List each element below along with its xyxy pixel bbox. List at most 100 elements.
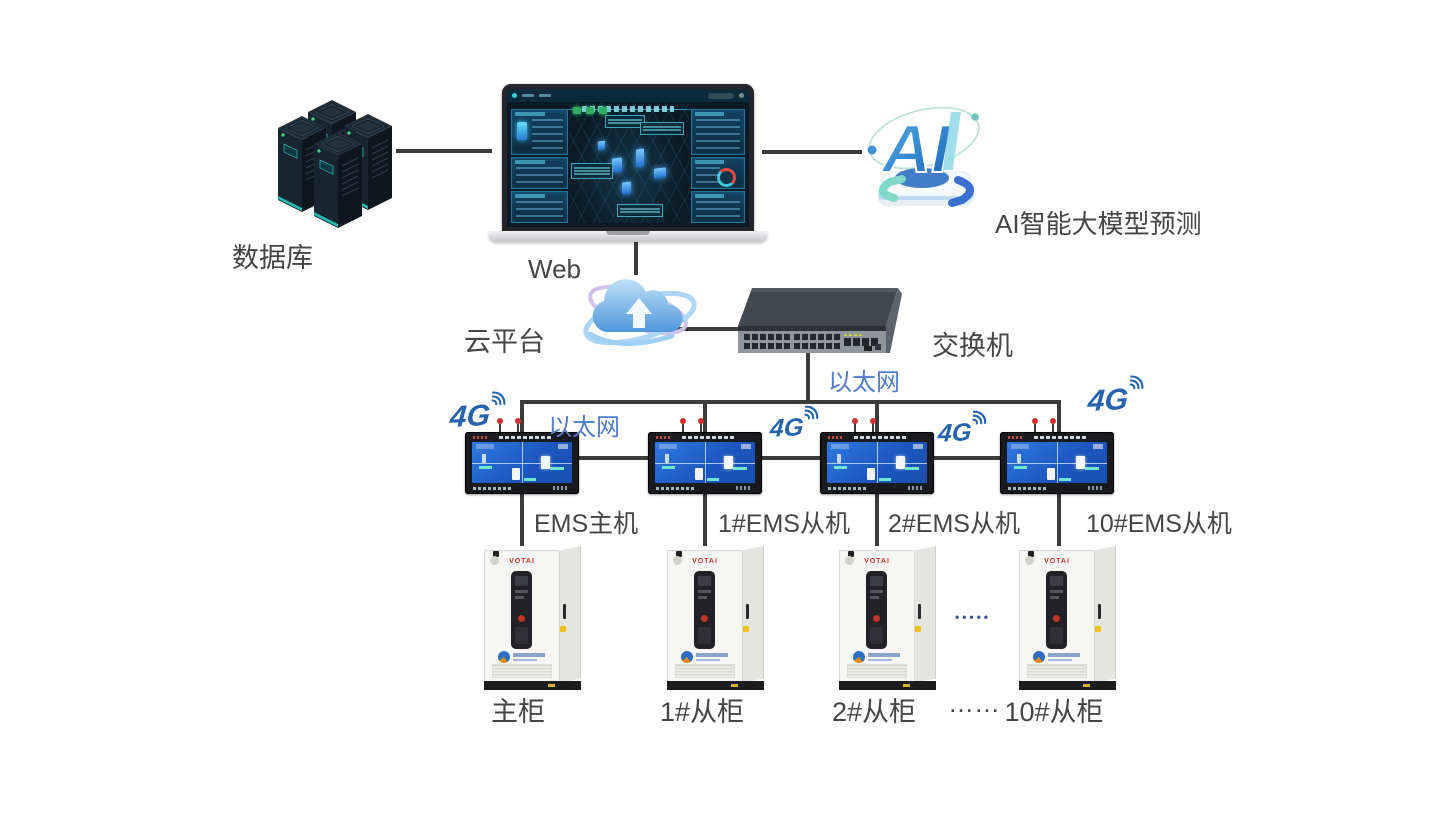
ems-slave2-device	[820, 418, 934, 494]
cabinet-logo-icon	[681, 651, 693, 663]
map-building	[636, 148, 645, 168]
cloud-platform	[576, 262, 704, 362]
ems-slave10-label: 10#EMS从机	[1086, 510, 1232, 538]
ems-screen	[827, 442, 927, 483]
map-callout	[617, 204, 663, 217]
cabinet-brand: VOTAI	[864, 558, 890, 565]
cabinet-control-panel	[511, 571, 532, 649]
ems-screen	[655, 442, 755, 483]
dashboard-search	[708, 92, 734, 99]
slave2-cabinet-label: 2#从柜	[831, 697, 917, 727]
web-dashboard-laptop	[488, 84, 768, 244]
ai-logo-text: AI	[880, 111, 952, 187]
dashboard-nav-item	[522, 94, 534, 97]
cabinet-control-panel	[866, 571, 887, 649]
slave10-cabinet-label: 10#从柜	[1004, 697, 1104, 727]
battery-icon	[517, 122, 527, 140]
cabinet-vent-grille	[847, 664, 907, 678]
map-building	[597, 140, 605, 151]
map-green-icon	[585, 106, 594, 114]
line-bus-ems1	[520, 400, 524, 432]
map-callout	[571, 163, 614, 179]
ems-master-label: EMS主机	[534, 510, 639, 538]
cabinet-logo-icon	[498, 651, 510, 663]
ethernet-label-switch: 以太网	[828, 369, 900, 396]
line-ethernet-bus	[520, 400, 1061, 404]
master-cabinet-label: 主柜	[491, 697, 545, 727]
cabinet-control-panel	[1046, 571, 1067, 649]
slave1-cabinet: VOTAI	[667, 544, 764, 690]
dashboard-user-icon	[739, 93, 744, 98]
4g-icon: 4G	[449, 391, 506, 435]
cabinet-brand: VOTAI	[1044, 558, 1070, 565]
dashboard-nav-item	[539, 94, 551, 97]
ai-prediction-label: AI智能大模型预测	[995, 209, 1202, 239]
ems-screen	[1007, 442, 1107, 483]
gauge-icon	[717, 168, 736, 187]
database-servers	[277, 99, 398, 238]
cabinet-vent-grille	[1027, 664, 1087, 678]
cloud-icon	[583, 279, 697, 346]
switch-icon	[738, 288, 902, 353]
ems-slave10-device	[1000, 418, 1114, 494]
web-label: Web	[528, 254, 581, 284]
map-callout	[605, 115, 645, 128]
map-building	[654, 167, 667, 179]
dashboard-3d-map	[569, 103, 689, 223]
ethernet-label-bus: 以太网	[548, 414, 620, 441]
line-ems3-ems4	[933, 456, 1001, 460]
cabinet-ellipsis-mid: •••••	[955, 610, 992, 624]
line-cloud-switch	[658, 327, 776, 331]
map-building	[612, 157, 623, 173]
cloud-platform-label: 云平台	[464, 327, 545, 357]
4g-icon: 4G	[769, 405, 819, 444]
slave1-cabinet-label: 1#从柜	[659, 697, 745, 727]
slave2-cabinet: VOTAI	[839, 544, 936, 690]
database-label: 数据库	[232, 243, 313, 273]
ems-slave1-label: 1#EMS从机	[718, 510, 850, 538]
cabinet-brand: VOTAI	[692, 558, 718, 565]
line-ems2-cabinet2	[703, 494, 707, 546]
dashboard-logo-icon	[512, 93, 517, 98]
line-laptop-cloud	[634, 241, 638, 275]
cabinet-label-ellipsis: ……	[948, 688, 1000, 718]
line-database-laptop	[396, 149, 492, 153]
cabinet-vent-grille	[675, 664, 735, 678]
map-callout	[640, 122, 685, 136]
master-cabinet: VOTAI	[484, 544, 581, 690]
cabinet-vent-grille	[492, 664, 552, 678]
map-green-icon	[572, 106, 581, 114]
ai-model: AI	[858, 76, 994, 218]
line-bus-ems3	[875, 400, 879, 432]
cabinet-logo-icon	[853, 651, 865, 663]
server-rack-icon	[277, 99, 393, 229]
laptop-lid	[502, 84, 754, 232]
laptop-screen	[507, 89, 749, 227]
4g-icon: 4G	[1087, 375, 1144, 419]
dashboard-header	[507, 89, 749, 102]
slave10-cabinet: VOTAI	[1019, 544, 1116, 690]
dashboard-panel-left-1	[511, 109, 568, 155]
line-bus-ems2	[703, 400, 707, 432]
cabinet-brand: VOTAI	[509, 558, 535, 565]
line-laptop-ai	[762, 150, 862, 154]
map-green-icon	[599, 106, 607, 114]
ems-slave2-label: 2#EMS从机	[888, 510, 1020, 538]
dashboard-panel-left-2	[511, 157, 568, 189]
switch-label: 交换机	[932, 331, 1013, 361]
laptop-base	[488, 231, 768, 242]
line-ems1-ems2	[578, 456, 649, 460]
map-building	[621, 181, 631, 195]
ems-master-device	[465, 418, 579, 494]
line-ems3-cabinet3	[875, 494, 879, 546]
ai-logo-icon: AI	[867, 106, 980, 207]
cabinet-logo-icon	[1033, 651, 1045, 663]
line-ems4-cabinet4	[1057, 494, 1061, 546]
dashboard-panel-right-2	[691, 157, 745, 189]
dashboard-title-bar	[548, 105, 708, 113]
ems-screen	[472, 442, 572, 483]
line-bus-ems4	[1057, 400, 1061, 432]
line-ems1-cabinet1	[520, 494, 524, 546]
dashboard-panel-left-3	[511, 191, 568, 223]
